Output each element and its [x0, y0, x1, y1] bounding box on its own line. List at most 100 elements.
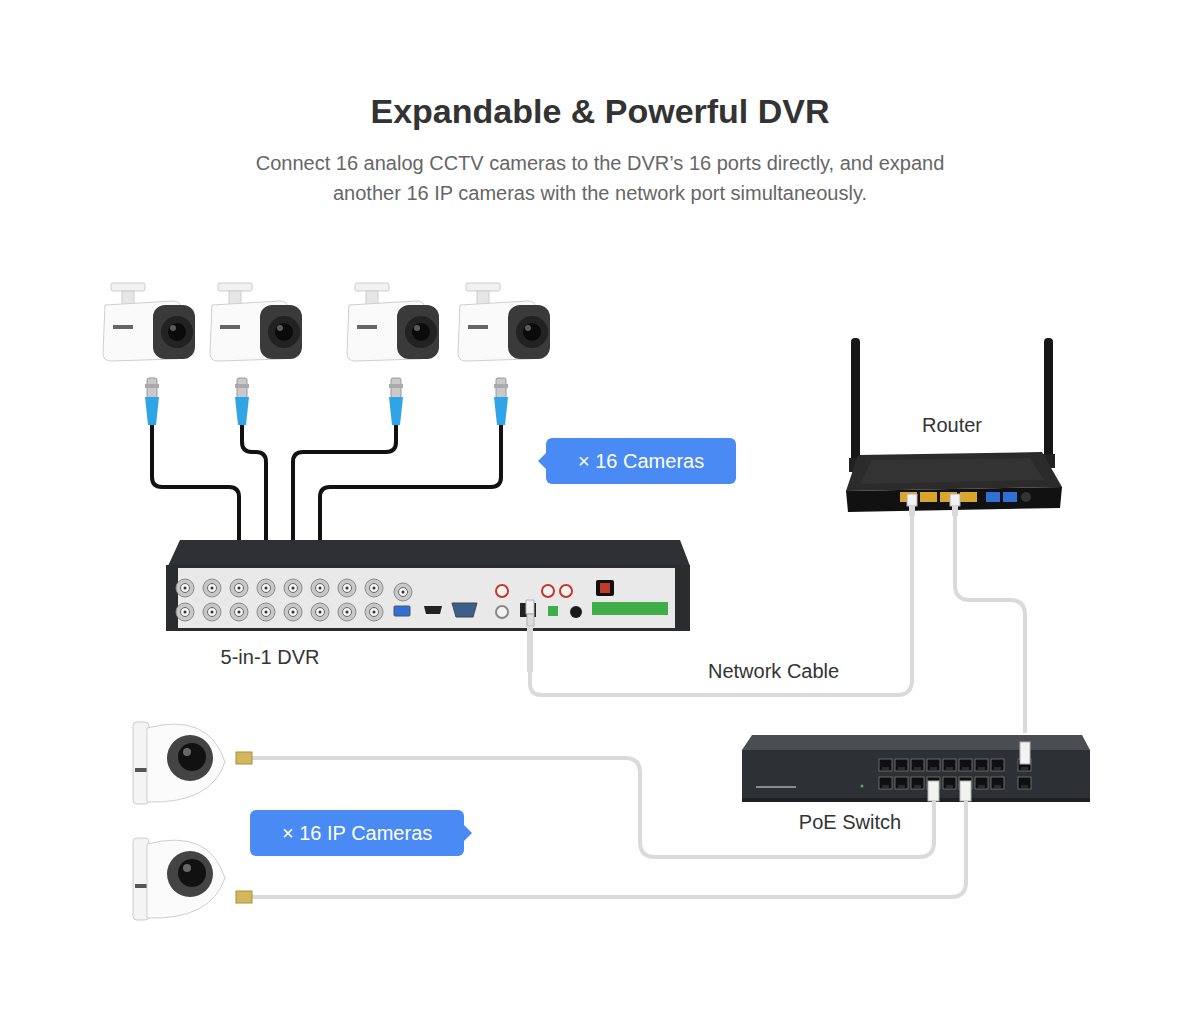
poe-switch-device — [742, 735, 1090, 750]
dvr-device — [600, 583, 610, 593]
dvr-device — [203, 603, 221, 621]
bullet-cameras — [103, 283, 195, 361]
callout-text: × 16 Cameras — [578, 450, 704, 472]
dvr-device — [257, 603, 275, 621]
dome-cameras — [133, 722, 225, 804]
poe-switch-device — [879, 777, 892, 789]
poe-switch-device — [975, 759, 988, 771]
network-cable — [955, 515, 1025, 733]
poe-switch-device — [959, 759, 972, 771]
device-label: PoE Switch — [740, 810, 960, 834]
poe-switch-device — [1020, 742, 1030, 764]
router-device — [846, 452, 1062, 491]
poe-switch-device — [895, 759, 908, 771]
dvr-device — [365, 579, 383, 597]
poe-switch-device — [943, 759, 956, 771]
rj45-plugs — [236, 891, 252, 903]
dvr-node: 5-in-1 DVR — [165, 540, 690, 672]
coax-cables — [320, 425, 501, 560]
dvr-device — [542, 585, 554, 597]
dome-cameras — [133, 838, 225, 920]
device-label: 5-in-1 DVR — [205, 645, 335, 669]
dvr-device — [527, 614, 534, 626]
dvr-device — [496, 606, 508, 618]
dvr-device — [338, 579, 356, 597]
router-device — [950, 494, 960, 506]
poe-switch-device — [742, 735, 1090, 802]
router-device — [960, 492, 977, 502]
coax-cables — [152, 425, 501, 560]
dvr-device — [230, 603, 248, 621]
dvr-device — [257, 579, 275, 597]
device-label: Router — [838, 413, 1066, 437]
router-node: Router — [838, 405, 1068, 515]
callout-text: × 16 IP Cameras — [282, 822, 432, 844]
dvr-device — [560, 585, 572, 597]
dvr-device — [166, 540, 690, 672]
router-device — [851, 338, 860, 470]
dvr-device — [452, 603, 477, 617]
ip-cables — [252, 758, 966, 897]
bullet-cameras — [210, 283, 302, 361]
poe-switch-device — [756, 786, 796, 788]
subtitle-text: Connect 16 analog CCTV cameras to the DV… — [250, 148, 950, 208]
dvr-device — [230, 579, 248, 597]
callout-badge: × 16 Cameras — [546, 438, 736, 484]
poe-switch-device — [911, 777, 924, 789]
poe-switch-device — [1018, 777, 1031, 789]
dvr-device — [311, 603, 329, 621]
poe-switch-device — [742, 798, 1090, 802]
router-device — [909, 506, 915, 516]
dvr-device — [178, 568, 675, 628]
camera-connectors — [145, 378, 508, 425]
dvr-device — [424, 606, 442, 614]
dvr-device — [284, 603, 302, 621]
poe-switch-device — [943, 777, 956, 789]
router-device — [907, 494, 917, 506]
router-device — [952, 506, 958, 516]
dvr-device — [527, 626, 533, 672]
dome-cameras — [133, 722, 225, 920]
router-device — [920, 492, 937, 502]
poe-switch-device — [991, 777, 1004, 789]
router-device — [1021, 492, 1031, 502]
camera-connectors — [145, 378, 159, 425]
dvr-device — [176, 579, 194, 597]
dvr-device — [592, 602, 668, 615]
dvr-device — [526, 600, 534, 614]
dvr-device — [166, 565, 690, 631]
coax-cables — [152, 425, 239, 560]
poe-switch-device — [927, 759, 940, 771]
dvr-device — [203, 579, 221, 597]
router-device — [860, 458, 1044, 484]
rj45-plugs — [236, 752, 252, 764]
dvr-device — [284, 579, 302, 597]
poe-switch-device — [911, 759, 924, 771]
dvr-device — [548, 606, 558, 616]
callout-badge: × 16 IP Cameras — [250, 810, 464, 856]
dvr-device — [365, 603, 383, 621]
bullet-cameras — [103, 283, 550, 361]
camera-connectors — [494, 378, 508, 425]
diagram-title: Expandable & Powerful DVR — [0, 90, 1200, 132]
camera-connectors — [235, 378, 249, 425]
dvr-device — [394, 583, 412, 601]
dvr-device — [338, 603, 356, 621]
poe-switch-device — [861, 785, 864, 788]
poe-switch-device — [991, 759, 1004, 771]
poe-switch-device — [975, 777, 988, 789]
switch-node: PoE Switch — [740, 733, 1092, 838]
coax-cables — [242, 425, 266, 560]
dvr-device — [394, 606, 410, 616]
camera-connectors — [389, 378, 403, 425]
poe-switch-device — [879, 759, 892, 771]
dvr-device — [596, 580, 614, 596]
ip-cables — [252, 758, 934, 857]
network-cable — [530, 515, 912, 695]
poe-switch-device — [928, 781, 939, 801]
dvr-device — [570, 606, 582, 618]
coax-cables — [293, 425, 396, 560]
router-device — [1044, 338, 1053, 466]
dvr-device — [176, 603, 194, 621]
